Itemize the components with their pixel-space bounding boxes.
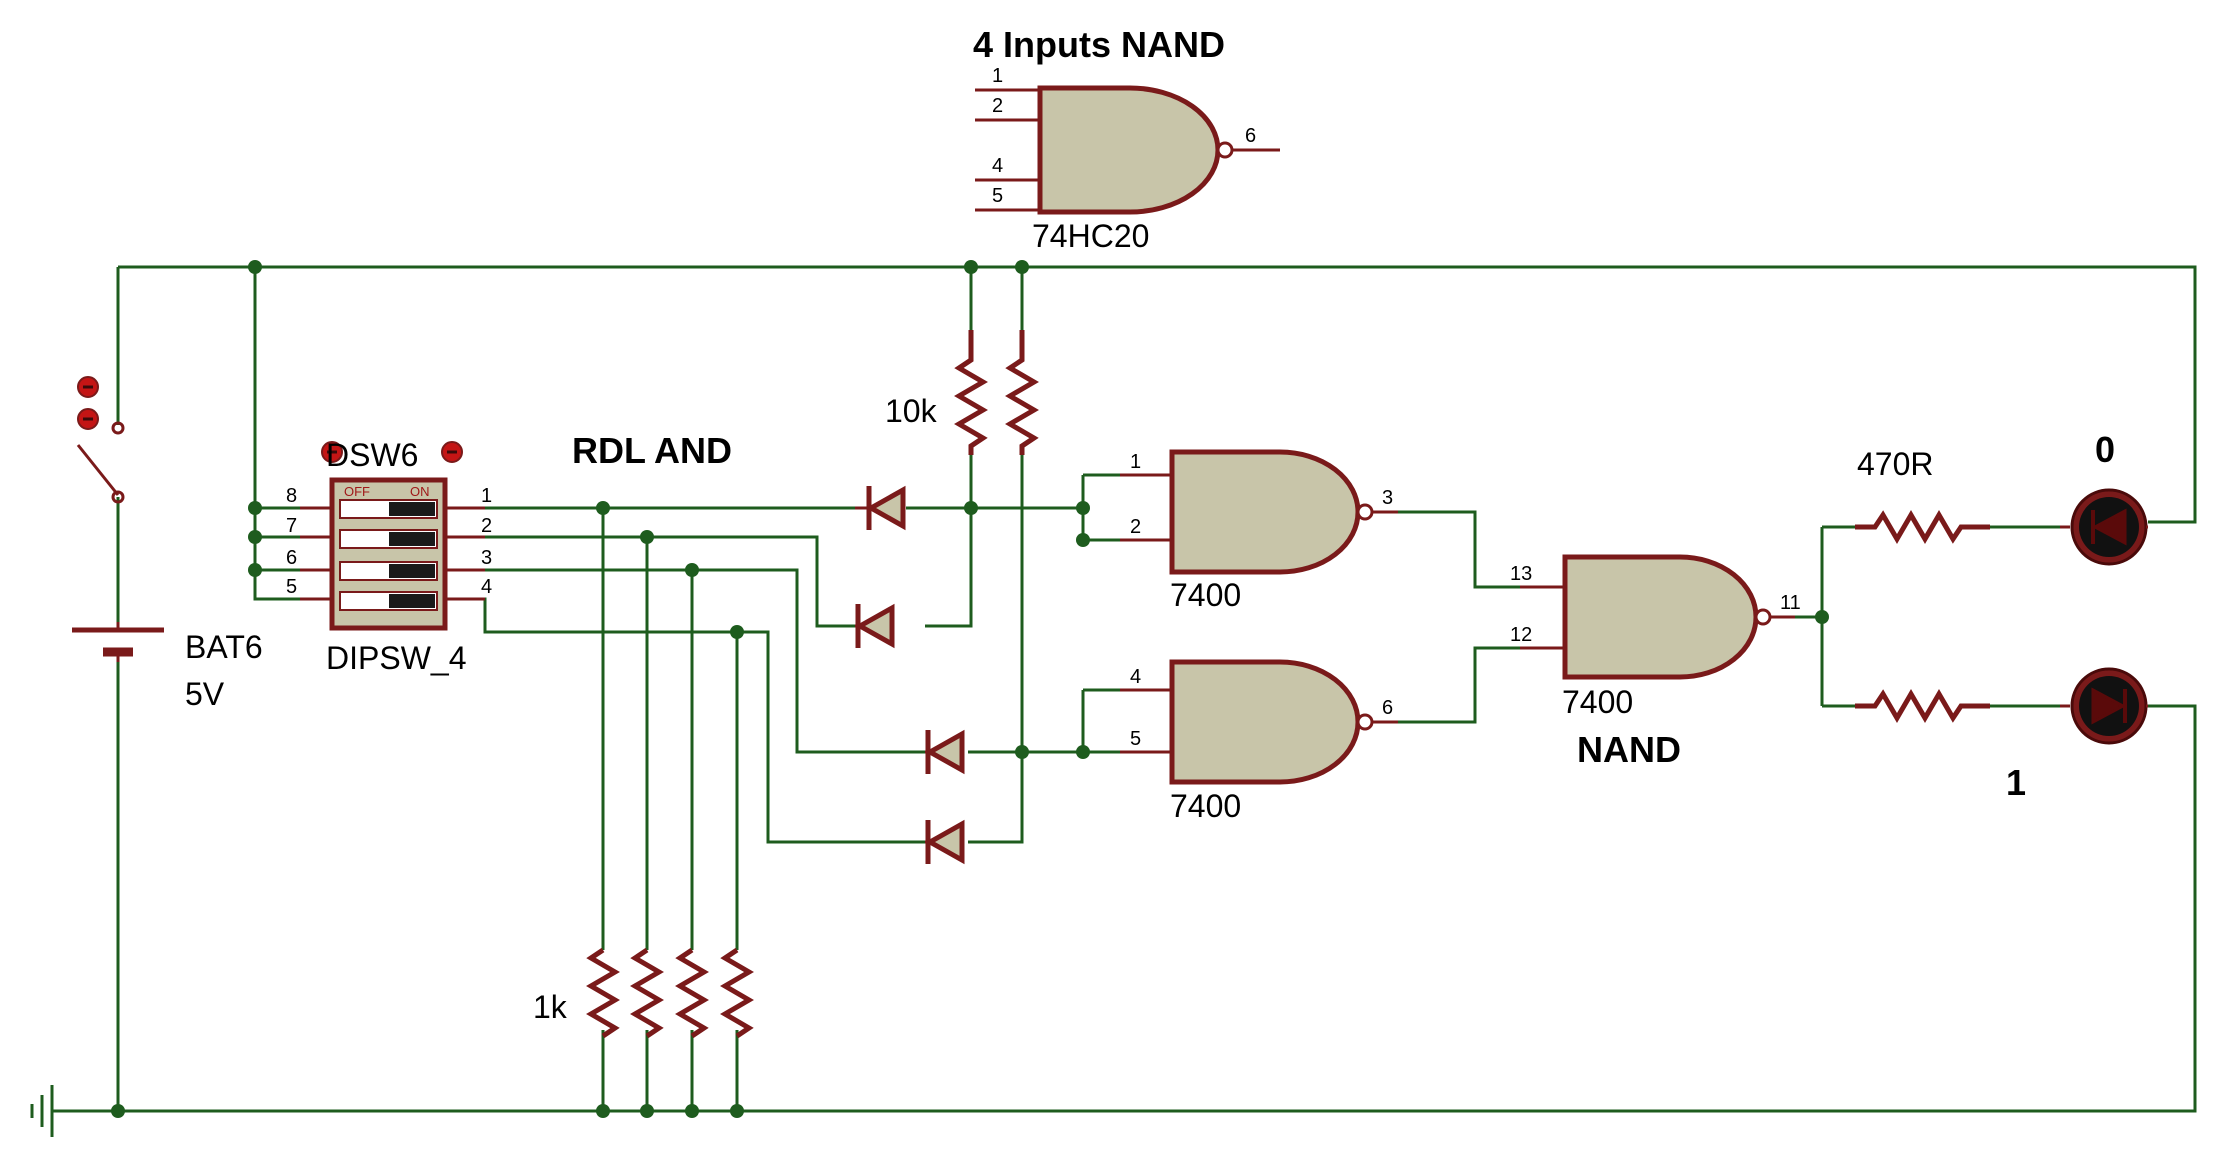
diode-icon [924,729,965,775]
junction-dot [596,501,610,515]
dip-on-label: ON [410,484,430,499]
diode-icon [924,819,965,865]
junction-dot [730,1104,744,1118]
battery [72,622,164,662]
pin-label: 2 [992,95,1003,117]
dip-ref: DSW6 [326,437,418,473]
net-sw3 [445,568,925,754]
led-icon [2060,667,2148,745]
led-top-label: 0 [2095,429,2115,470]
section-label-rdl-and: RDL AND [572,430,732,471]
ic-74hc20-nand-gate [975,85,1280,215]
pin-label: 1 [992,65,1003,87]
section-label-nand: NAND [1577,729,1681,770]
junction-dot [964,260,978,274]
pin-label: 13 [1510,563,1532,585]
junction-dot [1815,610,1829,624]
net-sw4 [445,597,925,844]
junction-dot [248,530,262,544]
junction-dot [640,1104,654,1118]
gate-a-part: 7400 [1170,577,1241,613]
pin-label: 6 [1245,125,1256,147]
diode-icon [855,485,906,531]
pin-label: 6 [1382,697,1393,719]
junction-dot [685,1104,699,1118]
junction-dot [640,530,654,544]
junction-dot [248,563,262,577]
pin-label: 5 [1130,728,1141,750]
pin-label: 12 [1510,624,1532,646]
junction-dot [1015,745,1029,759]
pin-label: 2 [1130,516,1141,538]
junction-dot [964,501,978,515]
pin-label: 1 [1130,451,1141,473]
junction-dot [248,260,262,274]
battery-ref: BAT6 [185,629,263,665]
nand-gate-a [1120,449,1398,575]
net-sw2 [445,535,855,628]
junction-dot [1076,501,1090,515]
ground-rail [118,704,2197,1113]
dip-toggles[interactable] [339,499,438,611]
led-bottom-label: 1 [2006,762,2026,803]
nand-gate-c [1520,554,1795,680]
diode-icon [854,603,895,649]
dip-indicator-icon [321,441,463,463]
pulldown-resistors [586,947,754,1039]
dip-pin-right: 4 [481,576,492,598]
wires [116,265,2197,1113]
dip-pin-left: 6 [286,547,297,569]
junction-dot [1076,533,1090,547]
dip-pin-right: 2 [481,515,492,537]
gate-b-part: 7400 [1170,788,1241,824]
dip-pin-left: 7 [286,515,297,537]
battery-value: 5V [185,676,225,712]
ground-icon [30,1085,118,1137]
junction-dot [1015,260,1029,274]
ic-part-label: 74HC20 [1032,218,1149,254]
dip-pin-right: 1 [481,485,492,507]
pin-label: 4 [992,155,1003,177]
page-title: 4 Inputs NAND [973,24,1225,65]
led-resistor-value: 470R [1857,446,1934,482]
pin-label: 5 [992,185,1003,207]
switch-indicator-icon [77,376,99,430]
pin-label: 4 [1130,666,1141,688]
pullup-value: 10k [885,393,938,429]
junction-dot [1076,745,1090,759]
led-resistors [1855,510,1990,723]
led-icon [2060,488,2148,566]
dip-off-label: OFF [344,484,370,499]
pin-label: 11 [1780,592,1801,614]
dip-part: DIPSW_4 [326,640,466,676]
power-switch[interactable] [76,376,125,504]
dip-pin-left: 8 [286,485,297,507]
junction-dot [685,563,699,577]
junctions [111,260,1829,1118]
junction-dot [248,501,262,515]
junction-dot [596,1104,610,1118]
dip-switch[interactable]: OFF ON [300,441,485,631]
nand-gate-b [1120,659,1398,785]
gate-c-part: 7400 [1562,684,1633,720]
dip-pin-right: 3 [481,547,492,569]
vcc-rail [118,265,2197,524]
pin-label: 3 [1382,487,1393,509]
junction-dot [730,625,744,639]
pullup-resistors [954,330,1039,455]
pulldown-value: 1k [533,989,568,1025]
dip-pin-left: 5 [286,576,297,598]
